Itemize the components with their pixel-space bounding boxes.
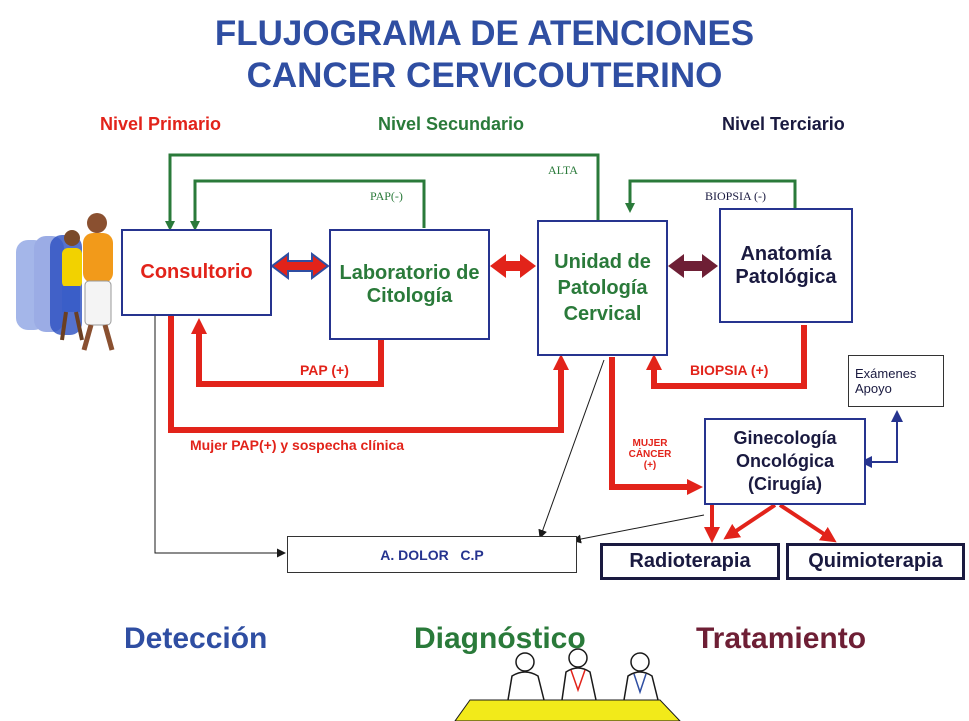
arrow-unidad-anatomia <box>668 254 718 278</box>
phase-tratamiento: Tratamiento <box>696 622 867 655</box>
label-biopsia-positive: BIOPSIA (+) <box>690 362 769 378</box>
label-pap-positive: PAP (+) <box>300 362 349 378</box>
node-anatomia-patologica: Anatomía Patológica <box>719 208 853 323</box>
arrow-consultorio-adolor <box>154 316 286 558</box>
label-alta: ALTA <box>548 163 578 177</box>
node-examenes-apoyo: Exámenes Apoyo <box>848 355 944 407</box>
label-mujer-cancer: MUJER CÁNCER (+) <box>625 438 675 471</box>
arrow-mujer-pap <box>168 316 569 433</box>
node-a-dolor-cp: A. DOLOR C.P <box>287 536 577 573</box>
node-consultorio: Consultorio <box>121 229 272 316</box>
phase-deteccion: Detección <box>124 622 268 655</box>
label-pap-negative: PAP(-) <box>370 189 403 203</box>
arrow-pap-positive <box>191 318 384 387</box>
level-tertiary: Nivel Terciario <box>722 114 845 134</box>
arrow-biopsia-negative <box>625 179 797 213</box>
level-primary: Nivel Primario <box>100 114 222 134</box>
meeting-illustration <box>454 648 681 721</box>
arrow-laboratorio-unidad <box>490 254 536 278</box>
walking-women-illustration <box>16 213 115 351</box>
arrow-unidad-adolor <box>538 359 605 539</box>
label-mujer-cancer-line1: MUJER <box>632 438 668 449</box>
arrow-biopsia-positive <box>646 325 807 389</box>
level-secondary: Nivel Secundario <box>378 114 525 134</box>
phase-diagnostico: Diagnóstico <box>414 622 586 655</box>
label-mujer-pap-sospecha: Mujer PAP(+) y sospecha clínica <box>190 437 405 453</box>
label-mujer-cancer-line2: CÁNCER <box>628 449 672 460</box>
node-radioterapia: Radioterapia <box>600 543 780 580</box>
node-quimioterapia: Quimioterapia <box>786 543 965 580</box>
label-mujer-cancer-line3: (+) <box>643 460 657 471</box>
arrow-examenes <box>866 410 903 463</box>
node-ginecologia-oncologica: Ginecología Oncológica (Cirugía) <box>704 418 866 505</box>
arrow-gineco-adolor <box>572 514 705 544</box>
arrow-pap-negative <box>190 179 426 231</box>
title-line-1: FLUJOGRAMA DE ATENCIONES <box>214 14 755 53</box>
arrow-treatment-fork <box>704 503 837 543</box>
label-biopsia-negative: BIOPSIA (-) <box>705 189 767 203</box>
arrow-consultorio-laboratorio <box>270 252 330 280</box>
node-unidad-patologia-cervical: Unidad de Patología Cervical <box>537 220 668 356</box>
arrow-alta <box>165 153 600 231</box>
node-laboratorio-citologia: Laboratorio de Citología <box>329 229 490 340</box>
title-line-2: CANCER CERVICOUTERINO <box>246 56 723 95</box>
arrow-mujer-cancer <box>609 357 703 495</box>
